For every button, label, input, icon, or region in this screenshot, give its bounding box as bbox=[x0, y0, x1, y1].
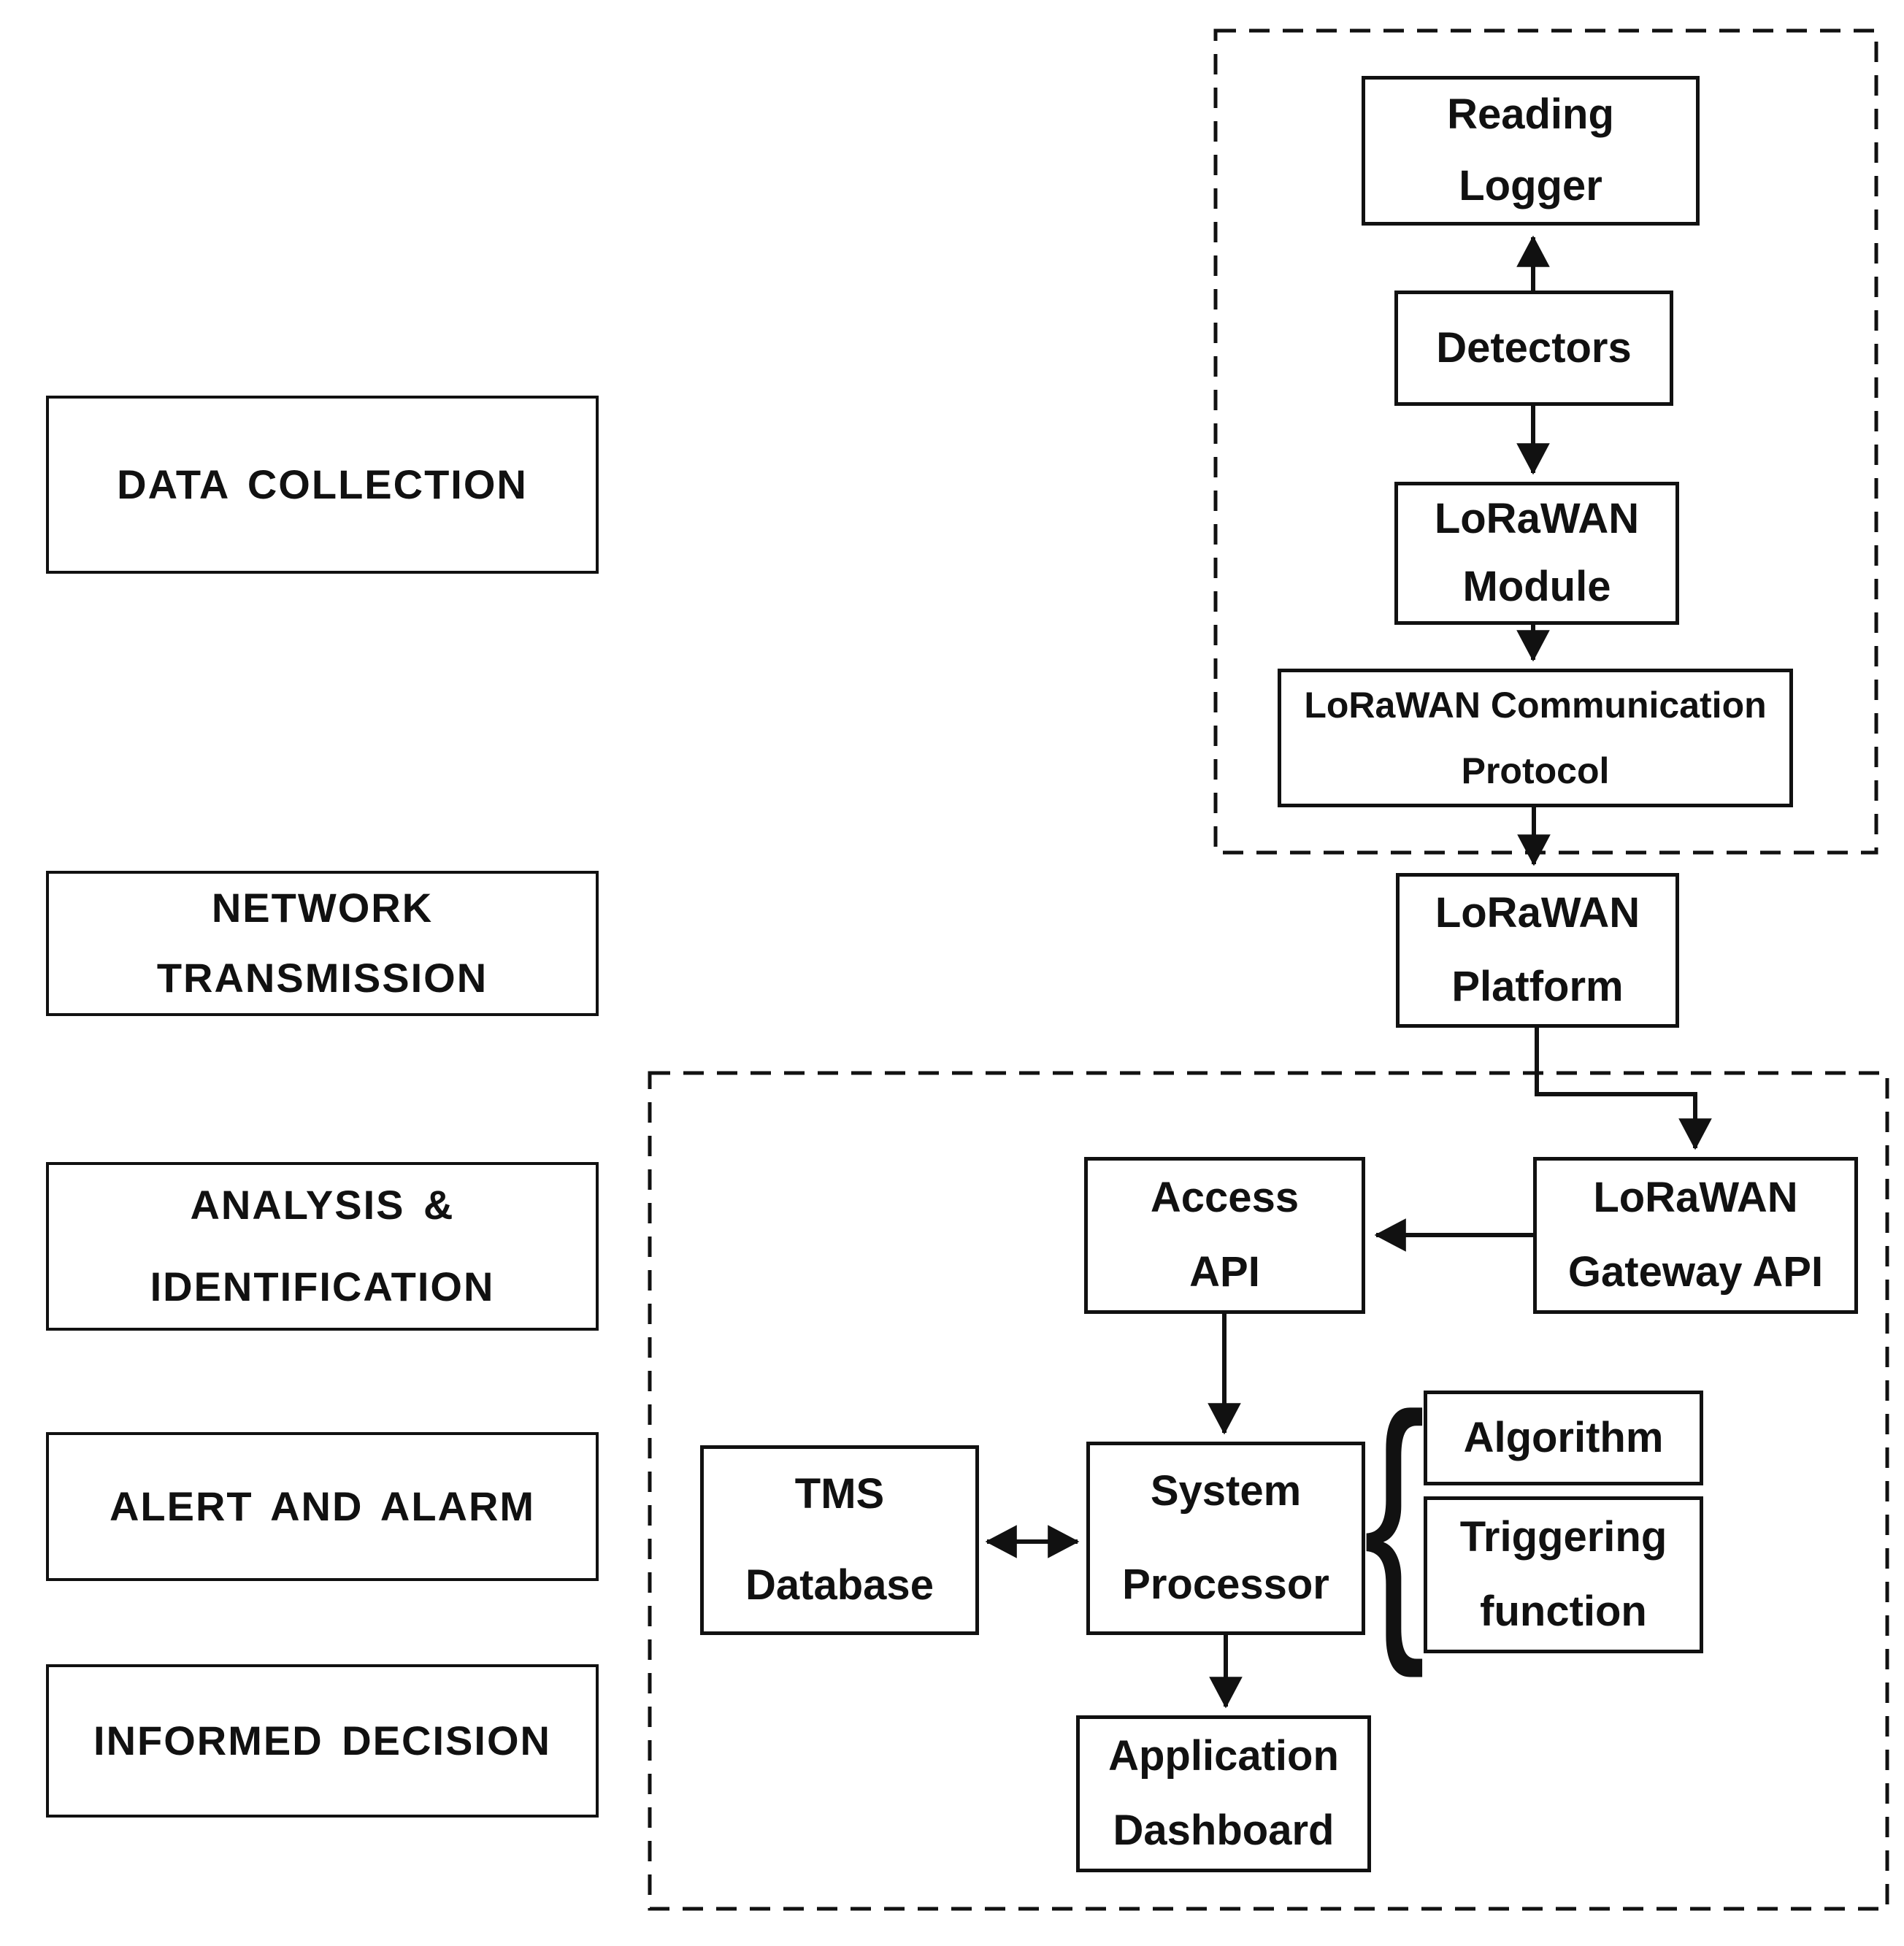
stage-network-transmission: NETWORK TRANSMISSION bbox=[46, 871, 599, 1016]
stage-informed-decision-label: INFORMED DECISION bbox=[93, 1717, 551, 1764]
node-lorawan-communication-protocol: LoRaWAN Communication Protocol bbox=[1278, 669, 1793, 807]
stage-informed-decision: INFORMED DECISION bbox=[46, 1664, 599, 1818]
node-tms-database-line2: Database bbox=[745, 1561, 934, 1610]
node-reading-logger-line1: Reading bbox=[1447, 91, 1614, 139]
node-application-dashboard-line1: Application bbox=[1108, 1731, 1339, 1780]
node-application-dashboard: Application Dashboard bbox=[1076, 1715, 1371, 1872]
node-access-api-line2: API bbox=[1189, 1248, 1260, 1296]
node-algorithm-label: Algorithm bbox=[1463, 1413, 1664, 1461]
stage-alert-and-alarm: ALERT AND ALARM bbox=[46, 1432, 599, 1581]
node-lorawan-module: LoRaWAN Module bbox=[1394, 482, 1679, 625]
node-lorawan-module-line2: Module bbox=[1462, 563, 1611, 611]
curly-brace-icon: { bbox=[1362, 1324, 1427, 1710]
node-tms-database: TMS Database bbox=[700, 1445, 979, 1635]
node-lorawan-platform: LoRaWAN Platform bbox=[1396, 873, 1679, 1028]
node-access-api-line1: Access bbox=[1150, 1173, 1300, 1221]
node-algorithm: Algorithm bbox=[1424, 1391, 1703, 1485]
arrow-platform-to-gateway-api bbox=[1535, 1028, 1712, 1150]
node-lorawan-module-line1: LoRaWAN bbox=[1434, 495, 1640, 543]
node-lorawan-platform-line1: LoRaWAN bbox=[1435, 889, 1640, 937]
node-triggering-function: Triggering function bbox=[1424, 1496, 1703, 1653]
stage-analysis-identification-line1: ANALYSIS & bbox=[190, 1182, 455, 1228]
stage-network-transmission-line2: TRANSMISSION bbox=[156, 954, 488, 1001]
stage-data-collection: DATA COLLECTION bbox=[46, 396, 599, 574]
processing-dashed-region bbox=[648, 1071, 1889, 1911]
node-access-api: Access API bbox=[1084, 1157, 1365, 1314]
data-collection-dashed-region bbox=[1213, 28, 1878, 855]
stage-analysis-identification: ANALYSIS & IDENTIFICATION bbox=[46, 1162, 599, 1331]
stage-alert-and-alarm-label: ALERT AND ALARM bbox=[109, 1482, 536, 1529]
node-lorawan-gateway-api-line2: Gateway API bbox=[1567, 1248, 1824, 1296]
node-lorawan-communication-protocol-line2: Protocol bbox=[1461, 750, 1610, 791]
stage-network-transmission-line1: NETWORK bbox=[211, 885, 434, 931]
node-reading-logger: Reading Logger bbox=[1362, 76, 1700, 226]
node-application-dashboard-line2: Dashboard bbox=[1113, 1807, 1335, 1855]
node-system-processor: System Processor bbox=[1086, 1442, 1365, 1635]
node-detectors-label: Detectors bbox=[1436, 323, 1632, 372]
node-reading-logger-line2: Logger bbox=[1459, 161, 1602, 209]
node-lorawan-platform-line2: Platform bbox=[1451, 963, 1624, 1011]
node-system-processor-line2: Processor bbox=[1122, 1560, 1329, 1608]
node-triggering-function-line1: Triggering bbox=[1459, 1512, 1667, 1561]
curly-brace-glyph: { bbox=[1363, 1355, 1426, 1679]
node-lorawan-gateway-api: LoRaWAN Gateway API bbox=[1533, 1157, 1858, 1314]
node-triggering-function-line2: function bbox=[1480, 1588, 1647, 1636]
node-lorawan-communication-protocol-line1: LoRaWAN Communication bbox=[1304, 684, 1767, 726]
node-tms-database-line1: TMS bbox=[794, 1470, 885, 1518]
node-lorawan-gateway-api-line1: LoRaWAN bbox=[1593, 1173, 1798, 1221]
stage-data-collection-label: DATA COLLECTION bbox=[117, 461, 528, 507]
node-detectors: Detectors bbox=[1394, 291, 1673, 406]
stage-analysis-identification-line2: IDENTIFICATION bbox=[150, 1263, 495, 1309]
node-system-processor-line1: System bbox=[1150, 1467, 1302, 1515]
